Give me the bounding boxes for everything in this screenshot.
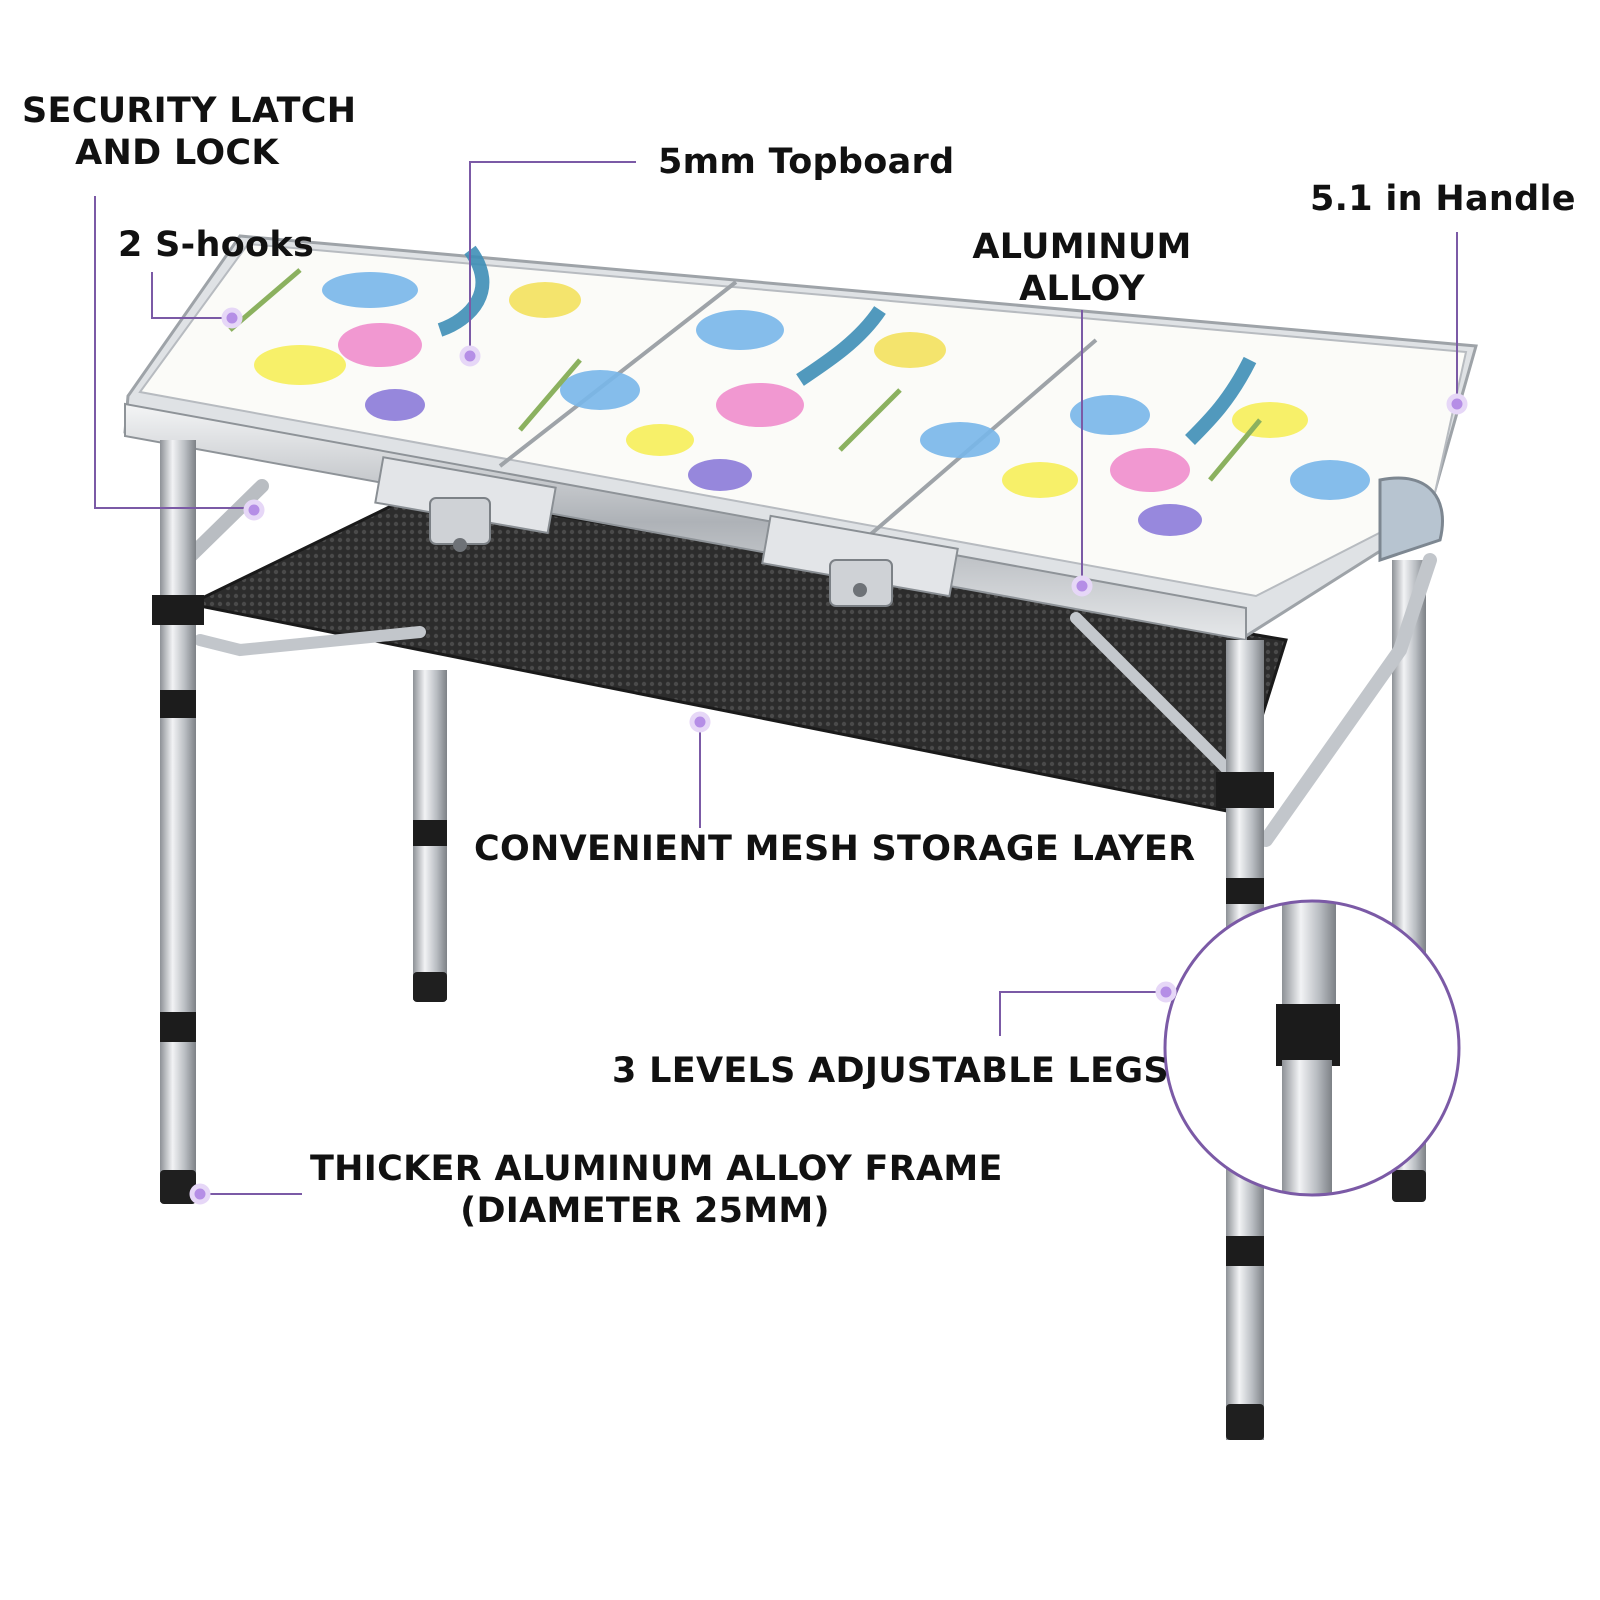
carry-handle bbox=[1378, 476, 1444, 563]
leader-security-latch bbox=[94, 196, 254, 509]
leg-zoom-detail bbox=[1163, 899, 1461, 1197]
front-left-leg-foot bbox=[160, 1170, 196, 1204]
callout-lines bbox=[94, 161, 1458, 1195]
label-topboard: 5mm Topboard bbox=[658, 142, 955, 182]
dot-security-latch bbox=[243, 499, 265, 521]
mesh-storage-layer bbox=[185, 490, 1288, 814]
label-security-latch-line2: AND LOCK bbox=[75, 133, 279, 173]
floral-pattern bbox=[228, 245, 1370, 536]
label-frame-line2: (DIAMETER 25MM) bbox=[460, 1191, 830, 1231]
label-handle: 5.1 in Handle bbox=[1310, 179, 1576, 219]
floral-topboard bbox=[138, 242, 1468, 598]
leader-legs bbox=[999, 991, 1164, 1036]
dot-s-hooks bbox=[221, 307, 243, 329]
label-mesh-layer: CONVENIENT MESH STORAGE LAYER bbox=[474, 829, 1196, 869]
dot-frame bbox=[189, 1183, 211, 1205]
label-frame: THICKER ALUMINUM ALLOY FRAME (DIAMETER 2… bbox=[310, 1148, 1003, 1232]
label-adjustable-legs: 3 LEVELS ADJUSTABLE LEGS bbox=[612, 1051, 1169, 1091]
label-security-latch-line1: SECURITY LATCH bbox=[22, 91, 357, 131]
front-right-leg-bracket bbox=[1216, 772, 1274, 808]
back-right-leg-foot bbox=[1392, 1170, 1426, 1202]
front-right-leg-collar-2 bbox=[1226, 1236, 1264, 1266]
zoom-circle-outline bbox=[1163, 899, 1461, 1197]
front-left-leg bbox=[160, 440, 196, 1202]
front-left-leg-collar-2 bbox=[160, 1012, 196, 1042]
leader-topboard bbox=[469, 161, 636, 352]
dot-legs bbox=[1155, 981, 1177, 1003]
front-left-leg-bracket bbox=[152, 595, 204, 625]
label-security-latch: SECURITY LATCH AND LOCK bbox=[22, 90, 357, 174]
dot-mesh bbox=[689, 711, 711, 733]
front-right-leg-foot bbox=[1226, 1404, 1264, 1440]
left-lower-brace bbox=[194, 626, 426, 657]
label-aluminum-alloy: ALUMINUM ALLOY bbox=[970, 226, 1194, 310]
security-latch-left bbox=[374, 456, 557, 552]
callout-dots bbox=[189, 307, 1468, 1205]
dot-aluminum bbox=[1071, 575, 1093, 597]
label-s-hooks: 2 S-hooks bbox=[118, 225, 315, 265]
table-product-image bbox=[123, 234, 1478, 1440]
leader-s-hooks bbox=[151, 272, 232, 319]
right-lower-brace bbox=[1259, 553, 1437, 847]
dot-handle bbox=[1446, 393, 1468, 415]
front-right-leg-collar-1 bbox=[1226, 878, 1264, 904]
label-aluminum-alloy-line2: ALLOY bbox=[1019, 269, 1145, 309]
back-left-leg-foot bbox=[413, 972, 447, 1002]
security-latch-right bbox=[761, 514, 959, 607]
front-left-leg-collar-1 bbox=[160, 690, 196, 718]
label-aluminum-alloy-line1: ALUMINUM bbox=[972, 227, 1192, 267]
dot-topboard bbox=[459, 345, 481, 367]
back-left-leg-collar bbox=[413, 820, 447, 846]
label-frame-line1: THICKER ALUMINUM ALLOY FRAME bbox=[310, 1149, 1003, 1189]
